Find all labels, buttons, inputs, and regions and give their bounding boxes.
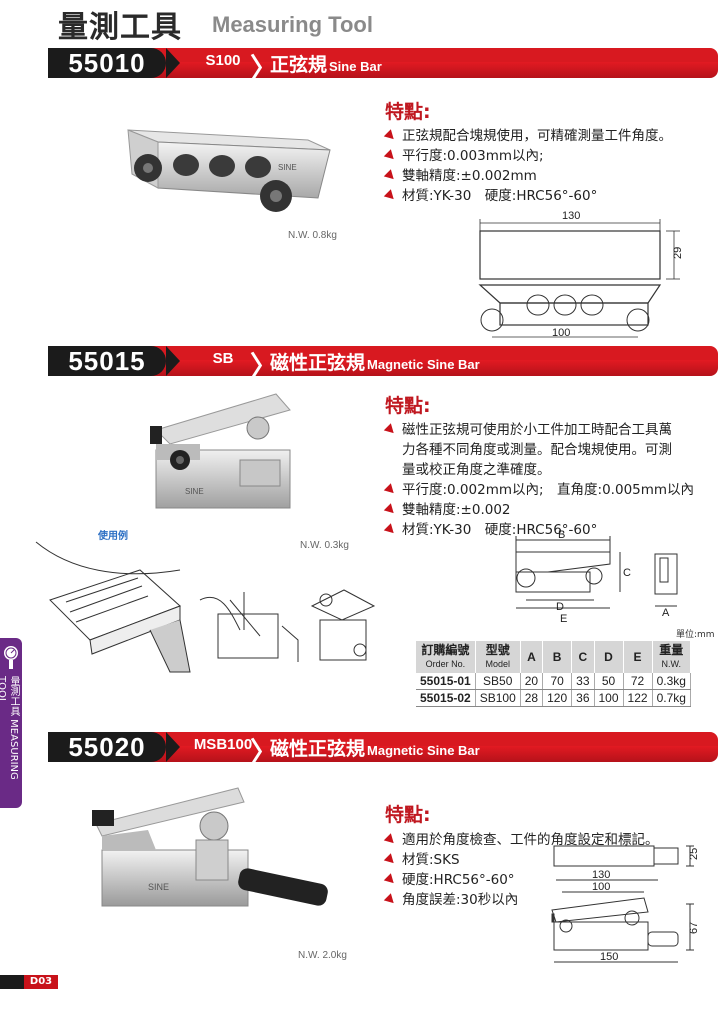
col-e: E [623,641,653,673]
chevron-icon: 〉 [250,350,279,383]
gauge-icon [4,646,18,669]
features-list: 適用於角度檢查、工件的角度設定和標記。 材質:SKS 硬度:HRC56°-60°… [386,830,659,910]
feature-item: 材質:YK-30 硬度:HRC56°-60° [386,186,672,206]
table-row: 55015-01 SB50 20 70 33 50 72 0.3kg [416,673,691,690]
feature-item: 平行度:0.003mm以內; [386,146,672,166]
page-number: D03 [24,975,58,989]
page-number-bar: D03 [0,975,58,989]
product-model: SB [212,350,234,367]
product-model: S100 [205,52,241,69]
feature-item: 雙軸精度:±0.002 [386,500,694,520]
weight-label: N.W. 0.3kg [300,540,349,551]
feature-item-cont: 量或校正角度之準確度。 [402,462,551,478]
dim-E: E [560,613,567,625]
dim-l3: 150 [600,951,618,963]
dim-l2: 100 [592,881,610,893]
svg-text:SINE: SINE [185,487,204,496]
weight-label: N.W. 0.8kg [288,230,337,241]
dim-B: B [558,529,565,541]
chevron-icon: 〉 [250,52,279,85]
use-example-label: 使用例 [98,531,128,542]
features-title: 特點: [385,101,431,123]
dim-height: 29 [672,247,684,259]
feature-item: 硬度:HRC56°-60° [386,870,659,890]
dim-D: D [556,601,564,613]
features-list: 磁性正弦規可使用於小工件加工時配合工具萬 力各種不同角度或測量。配合塊規使用。可… [386,420,694,540]
chevron-icon: 〉 [250,736,279,769]
weight-label: N.W. 2.0kg [298,950,347,961]
feature-item: 角度誤差:30秒以內 [386,890,659,910]
dim-h1: 25 [688,848,700,860]
feature-item-cont: 力各種不同角度或測量。配合塊規使用。可測 [402,442,672,458]
unit-label: 單位:mm [676,630,715,640]
feature-item: 雙軸精度:±0.002mm [386,166,672,186]
msb100-photo: SINE [92,787,328,907]
features-list: 正弦規配合塊規使用，可精確測量工件角度。 平行度:0.003mm以內; 雙軸精度… [386,126,672,206]
feature-item: 平行度:0.002mm以內; 直角度:0.005mm以內 [386,480,694,500]
magnetic-sine-bar-photo: SINE [150,393,291,509]
product-code: 55010 [48,48,180,78]
product-model: MSB100 [193,736,253,753]
feature-item: 材質:YK-30 硬度:HRC56°-60° [386,520,694,540]
feature-item: 材質:SKS [386,850,659,870]
features-title: 特點: [385,804,431,826]
page-subtitle: Measuring Tool [212,12,373,37]
sine-bar-drawing: 130 29 100 [478,210,684,339]
col-a: A [520,641,544,673]
page-title: 量測工具 [58,10,182,45]
msb100-drawing: 25 130 100 67 150 [551,845,700,963]
col-c: C [571,641,595,673]
dim-l1: 130 [592,869,610,881]
col-b: B [542,641,573,673]
use-example-illustrations [35,541,376,673]
dim-h2: 67 [688,922,700,934]
svg-text:SINE: SINE [278,163,297,172]
section-side-tab: 量測工具 MEASURING TOOL [0,638,22,808]
feature-item: 正弦規配合塊規使用，可精確測量工件角度。 [386,126,672,146]
dim-length: 130 [562,210,580,222]
product-code: 55015 [48,346,180,376]
magnetic-sine-bar-drawing: B C D E A [515,529,678,625]
table-row: 55015-02 SB100 28 120 36 100 122 0.7kg [416,689,691,707]
col-d: D [594,641,624,673]
product-code: 55020 [48,732,180,762]
features-title: 特點: [385,395,431,417]
feature-item: 磁性正弦規可使用於小工件加工時配合工具萬 [386,420,694,440]
feature-item: 適用於角度檢查、工件的角度設定和標記。 [386,830,659,850]
dim-C: C [623,567,631,579]
sine-bar-photo: SINE [127,129,331,212]
side-tab-label: 量測工具 MEASURING TOOL [0,676,19,780]
dim-A: A [662,607,670,619]
svg-text:SINE: SINE [148,882,169,892]
dim-pitch: 100 [552,327,570,339]
